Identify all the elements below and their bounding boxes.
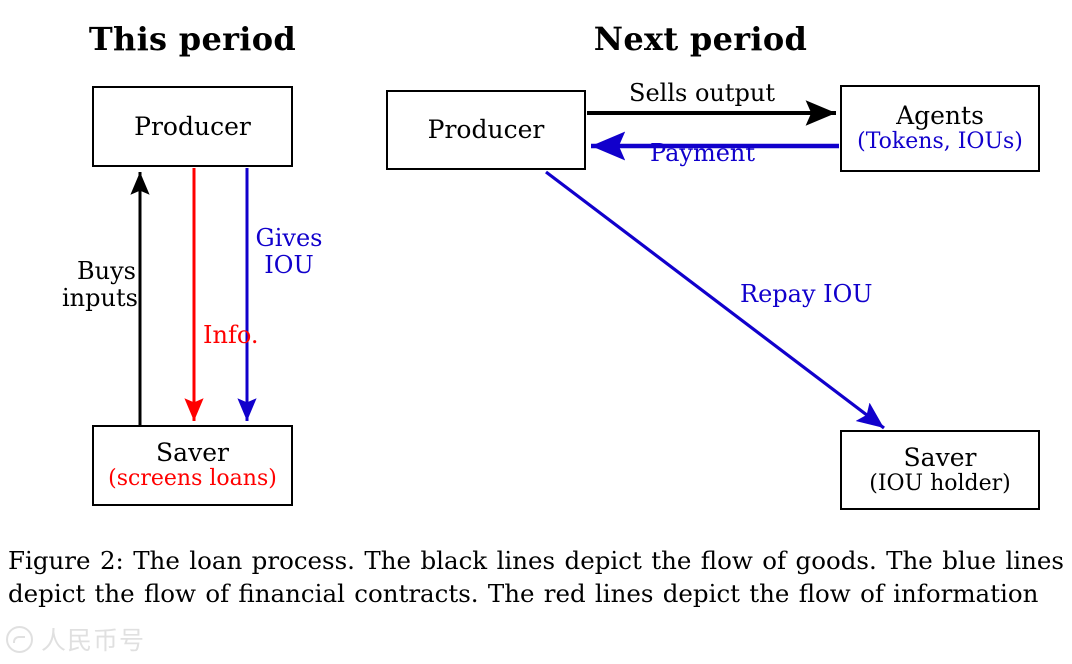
edge-label-line1: Buys	[77, 257, 136, 285]
edge-label-line1: Gives	[255, 224, 323, 252]
panel-title-next-period: Next period	[593, 20, 808, 58]
node-label: Producer	[427, 115, 545, 144]
edge-label-line2: inputs	[62, 283, 138, 312]
edge-label-gives-iou: Gives IOU	[252, 225, 326, 279]
node-label: Saver	[156, 438, 229, 468]
edge-label-repay-iou: Repay IOU	[740, 280, 873, 308]
edge-label-sells-output: Sells output	[629, 79, 775, 107]
node-saver-this-period[interactable]: Saver (screens loans)	[92, 425, 293, 506]
edge-label-buys-inputs: Buys inputs	[62, 257, 138, 312]
watermark-logo-icon	[6, 625, 33, 653]
watermark: 人民币号	[6, 621, 145, 657]
watermark-text: 人民币号	[41, 626, 146, 655]
node-label: Saver	[903, 442, 977, 472]
edge-label-info: Info.	[203, 321, 259, 349]
panel-title-this-period: This period	[88, 20, 297, 58]
node-sublabel: (screens loans)	[108, 466, 277, 492]
node-agents[interactable]: Agents (Tokens, IOUs)	[840, 85, 1040, 172]
node-saver-next-period[interactable]: Saver (IOU holder)	[840, 430, 1040, 510]
node-producer-next-period[interactable]: Producer	[386, 90, 586, 170]
node-sublabel: (Tokens, IOUs)	[857, 129, 1023, 155]
node-label: Producer	[134, 111, 251, 141]
node-label: Agents	[896, 101, 984, 131]
node-producer-this-period[interactable]: Producer	[92, 86, 293, 167]
edge-label-payment: Payment	[650, 139, 755, 167]
node-sublabel: (IOU holder)	[869, 470, 1011, 496]
figure-caption: Figure 2: The loan process. The black li…	[8, 546, 1064, 608]
edge-label-line2: IOU	[264, 250, 314, 279]
